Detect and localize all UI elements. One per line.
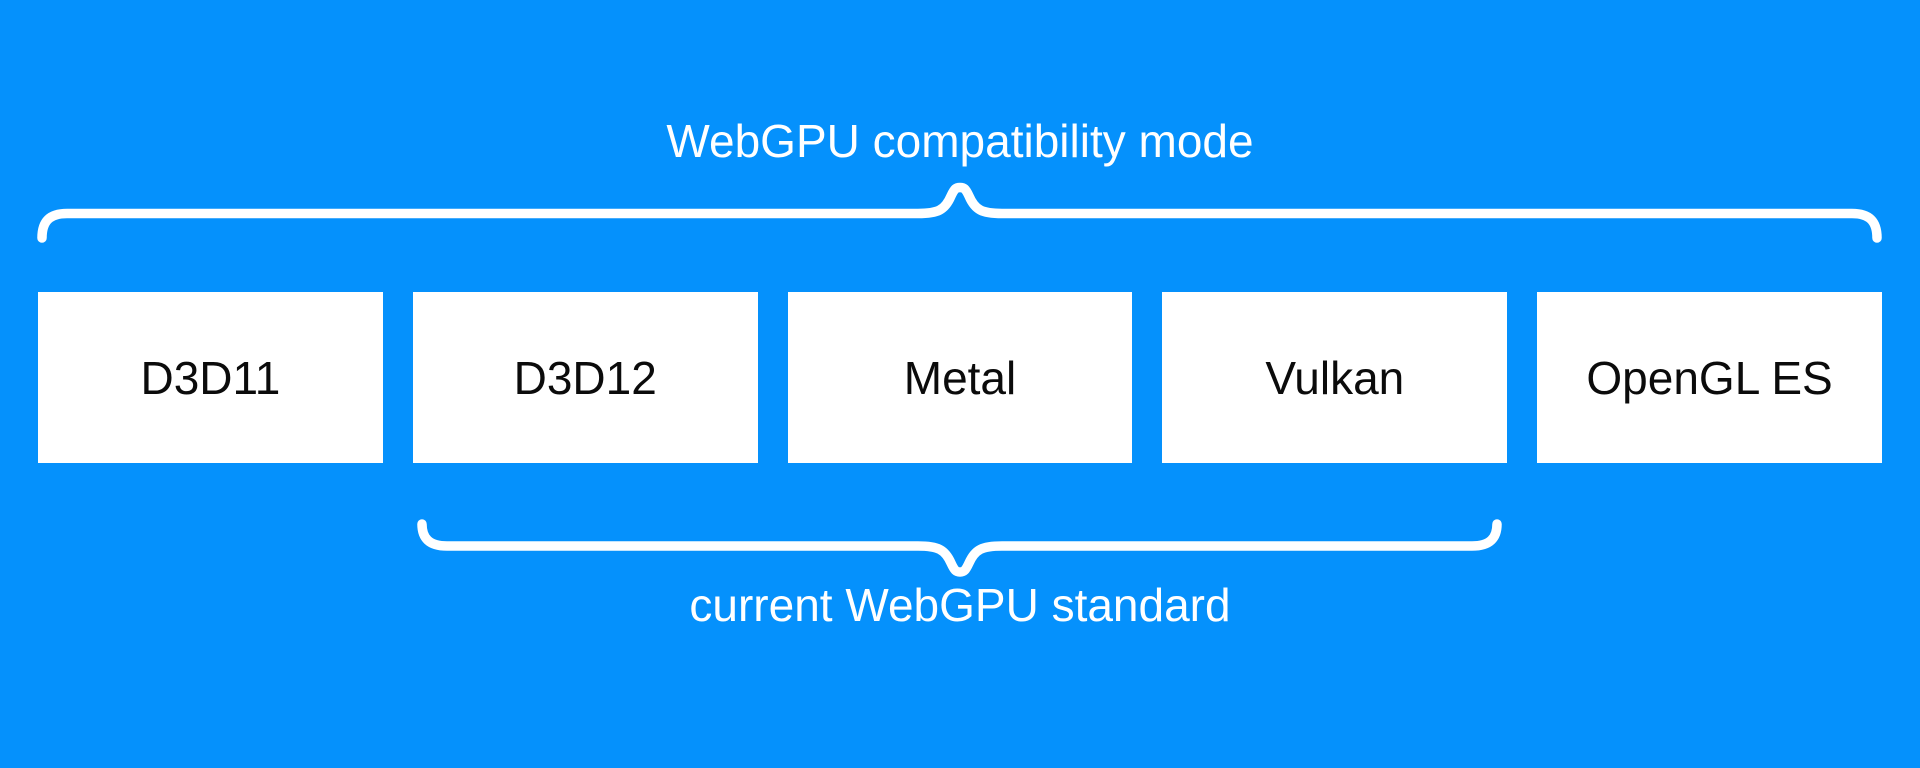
api-box-label: D3D11 — [140, 351, 281, 404]
api-box-d3d12: D3D12 — [412, 292, 758, 463]
api-box-label: Vulkan — [1265, 351, 1405, 404]
api-box-d3d11: D3D11 — [38, 292, 383, 463]
top-brace-icon — [37, 182, 1882, 243]
api-box-metal: Metal — [787, 292, 1133, 463]
api-box-vulkan: Vulkan — [1162, 292, 1508, 463]
bottom-group-label: current WebGPU standard — [689, 579, 1231, 631]
top-group-label: WebGPU compatibility mode — [666, 115, 1254, 167]
api-box-label: D3D12 — [513, 351, 657, 404]
api-box-opengl-es: OpenGL ES — [1537, 292, 1882, 463]
bottom-brace-icon — [417, 519, 1502, 577]
api-box-label: OpenGL ES — [1586, 351, 1833, 404]
api-box-label: Metal — [903, 351, 1017, 404]
api-boxes-row: D3D11 D3D12 Metal Vulkan OpenGL ES — [38, 292, 1882, 463]
